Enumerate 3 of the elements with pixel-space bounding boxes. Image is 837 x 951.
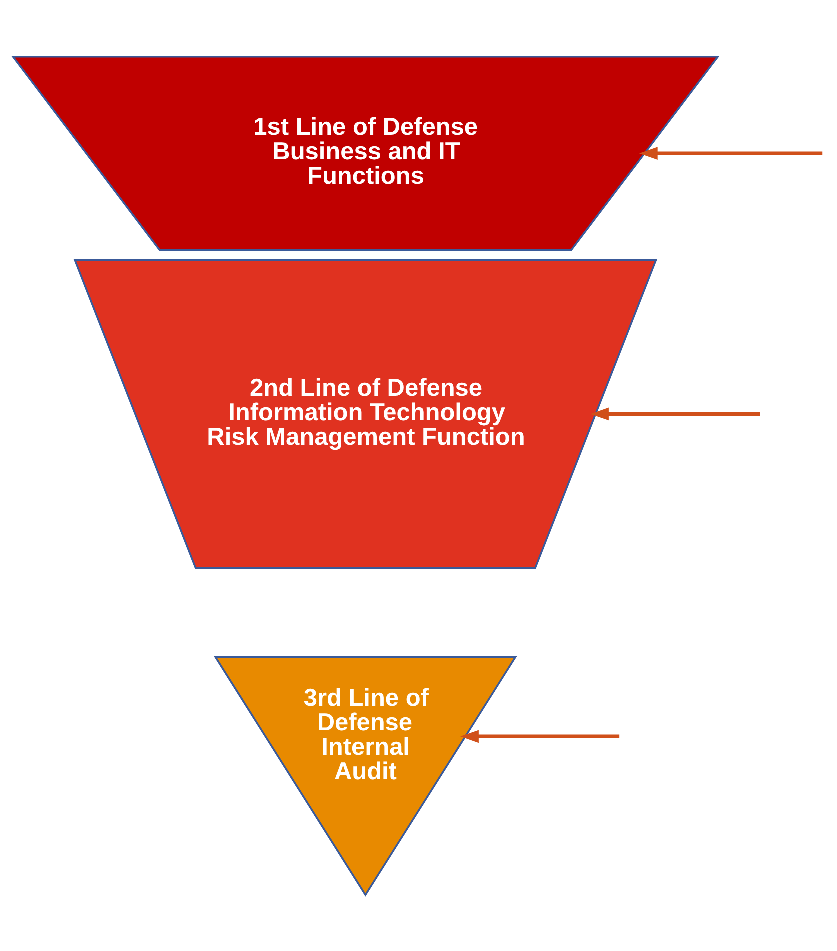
arrow (590, 407, 760, 420)
arrow (639, 146, 823, 160)
arrow (460, 730, 620, 743)
